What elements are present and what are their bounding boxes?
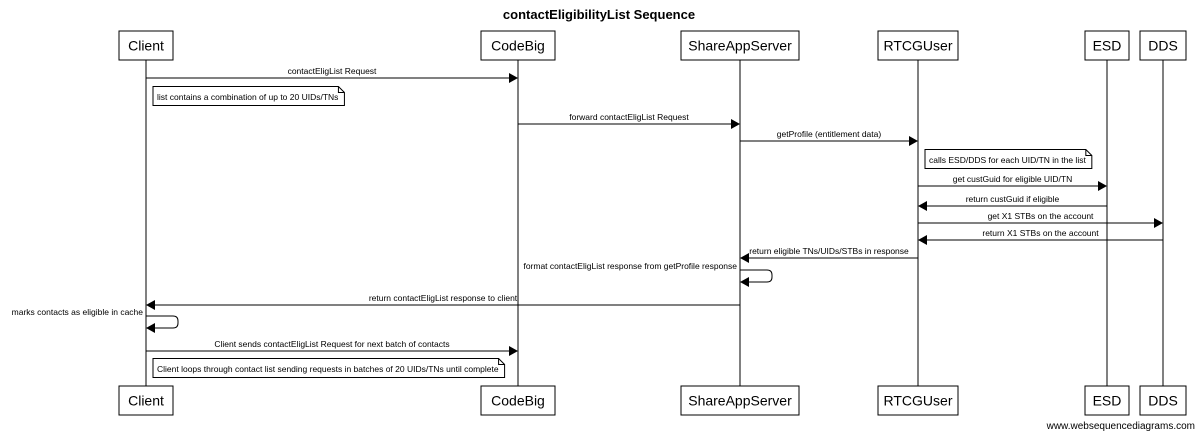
- message-label: forward contactEligList Request: [569, 112, 689, 122]
- note-box: [152, 86, 345, 106]
- actor-client-bottom: Client: [118, 385, 174, 416]
- footer-credit: www.websequencediagrams.com: [1046, 421, 1195, 432]
- message-dds-to-rtcg: return X1 STBs on the account: [918, 228, 1163, 245]
- note-client: list contains a combination of up to 20 …: [152, 86, 345, 106]
- actor-label: ShareAppServer: [688, 393, 792, 409]
- arrowhead: [909, 136, 918, 146]
- actor-client-top: Client: [118, 30, 174, 61]
- actor-box: [1139, 30, 1187, 61]
- note-rtcg: calls ESD/DDS for each UID/TN in the lis…: [924, 149, 1093, 169]
- actor-esd-top: ESD: [1084, 30, 1130, 61]
- message-rtcg-to-dds: get X1 STBs on the account: [918, 211, 1163, 228]
- diagram-title: contactEligibilityList Sequence: [503, 7, 695, 22]
- arrowhead: [740, 253, 749, 263]
- message-codebig-to-shareapp: forward contactEligList Request: [518, 112, 740, 129]
- actor-dds-bottom: DDS: [1139, 385, 1187, 416]
- message-client-to-codebig: contactEligList Request: [146, 66, 518, 83]
- actor-box: [480, 30, 556, 61]
- actor-rtcg-bottom: RTCGUser: [877, 385, 959, 416]
- actor-label: Client: [128, 393, 164, 409]
- self-message-line: [146, 315, 179, 329]
- actor-codebig-bottom: CodeBig: [480, 385, 556, 416]
- message-label: Client sends contactEligList Request for…: [214, 339, 449, 349]
- actor-label: CodeBig: [491, 393, 545, 409]
- actor-box: [877, 385, 959, 416]
- message-label: return custGuid if eligible: [966, 194, 1060, 204]
- arrowhead: [740, 277, 749, 287]
- actor-codebig-top: CodeBig: [480, 30, 556, 61]
- actor-label: ShareAppServer: [688, 38, 792, 54]
- actor-label: DDS: [1148, 38, 1178, 54]
- actor-label: ESD: [1093, 393, 1122, 409]
- self-message-label: format contactEligList response from get…: [523, 261, 737, 271]
- message-label: return contactEligList response to clien…: [369, 293, 518, 303]
- message-rtcg-to-esd: get custGuid for eligible UID/TN: [918, 174, 1107, 191]
- message-client-to-codebig: Client sends contactEligList Request for…: [146, 339, 518, 356]
- actor-box: [680, 30, 800, 61]
- actor-label: DDS: [1148, 393, 1178, 409]
- arrowhead: [1154, 218, 1163, 228]
- actor-box: [480, 385, 556, 416]
- self-message-line: [740, 269, 773, 283]
- actor-dds-top: DDS: [1139, 30, 1187, 61]
- arrowhead: [918, 235, 927, 245]
- arrowhead: [918, 201, 927, 211]
- note-box: [924, 149, 1093, 169]
- actor-box: [1139, 385, 1187, 416]
- actor-shareapp-bottom: ShareAppServer: [680, 385, 800, 416]
- arrowhead: [146, 323, 155, 333]
- message-label: contactEligList Request: [288, 66, 377, 76]
- actor-box: [118, 30, 174, 61]
- message-label: get custGuid for eligible UID/TN: [953, 174, 1073, 184]
- actor-box: [877, 30, 959, 61]
- arrowhead: [731, 119, 740, 129]
- actor-box: [118, 385, 174, 416]
- actor-label: RTCGUser: [884, 393, 953, 409]
- arrowhead: [146, 300, 155, 310]
- actor-rtcg-top: RTCGUser: [877, 30, 959, 61]
- arrowhead: [509, 346, 518, 356]
- self-message-shareapp: format contactEligList response from get…: [523, 261, 773, 287]
- actor-box: [1084, 385, 1130, 416]
- note-label: Client loops through contact list sendin…: [157, 364, 499, 374]
- arrowhead: [1098, 181, 1107, 191]
- message-label: getProfile (entitlement data): [777, 129, 882, 139]
- actor-box: [680, 385, 800, 416]
- message-shareapp-to-client: return contactEligList response to clien…: [146, 293, 740, 310]
- actor-label: RTCGUser: [884, 38, 953, 54]
- message-label: return X1 STBs on the account: [982, 228, 1099, 238]
- actor-label: CodeBig: [491, 38, 545, 54]
- note-label: list contains a combination of up to 20 …: [157, 92, 338, 102]
- actor-box: [1084, 30, 1130, 61]
- actors: ClientClientCodeBigCodeBigShareAppServer…: [118, 30, 1187, 416]
- note-box: [152, 358, 506, 378]
- note-label: calls ESD/DDS for each UID/TN in the lis…: [929, 155, 1086, 165]
- actor-label: Client: [128, 38, 164, 54]
- message-label: return eligible TNs/UIDs/STBs in respons…: [749, 246, 909, 256]
- self-message-client: marks contacts as eligible in cache: [12, 307, 179, 333]
- message-shareapp-to-rtcg: getProfile (entitlement data): [740, 129, 918, 146]
- actor-esd-bottom: ESD: [1084, 385, 1130, 416]
- message-rtcg-to-shareapp: return eligible TNs/UIDs/STBs in respons…: [740, 246, 918, 263]
- arrowhead: [509, 73, 518, 83]
- message-label: get X1 STBs on the account: [988, 211, 1094, 221]
- steps: contactEligList Request list contains a c…: [12, 66, 1163, 378]
- self-message-label: marks contacts as eligible in cache: [12, 307, 144, 317]
- message-esd-to-rtcg: return custGuid if eligible: [918, 194, 1107, 211]
- actor-shareapp-top: ShareAppServer: [680, 30, 800, 61]
- actor-label: ESD: [1093, 38, 1122, 54]
- note-client: Client loops through contact list sendin…: [152, 358, 506, 378]
